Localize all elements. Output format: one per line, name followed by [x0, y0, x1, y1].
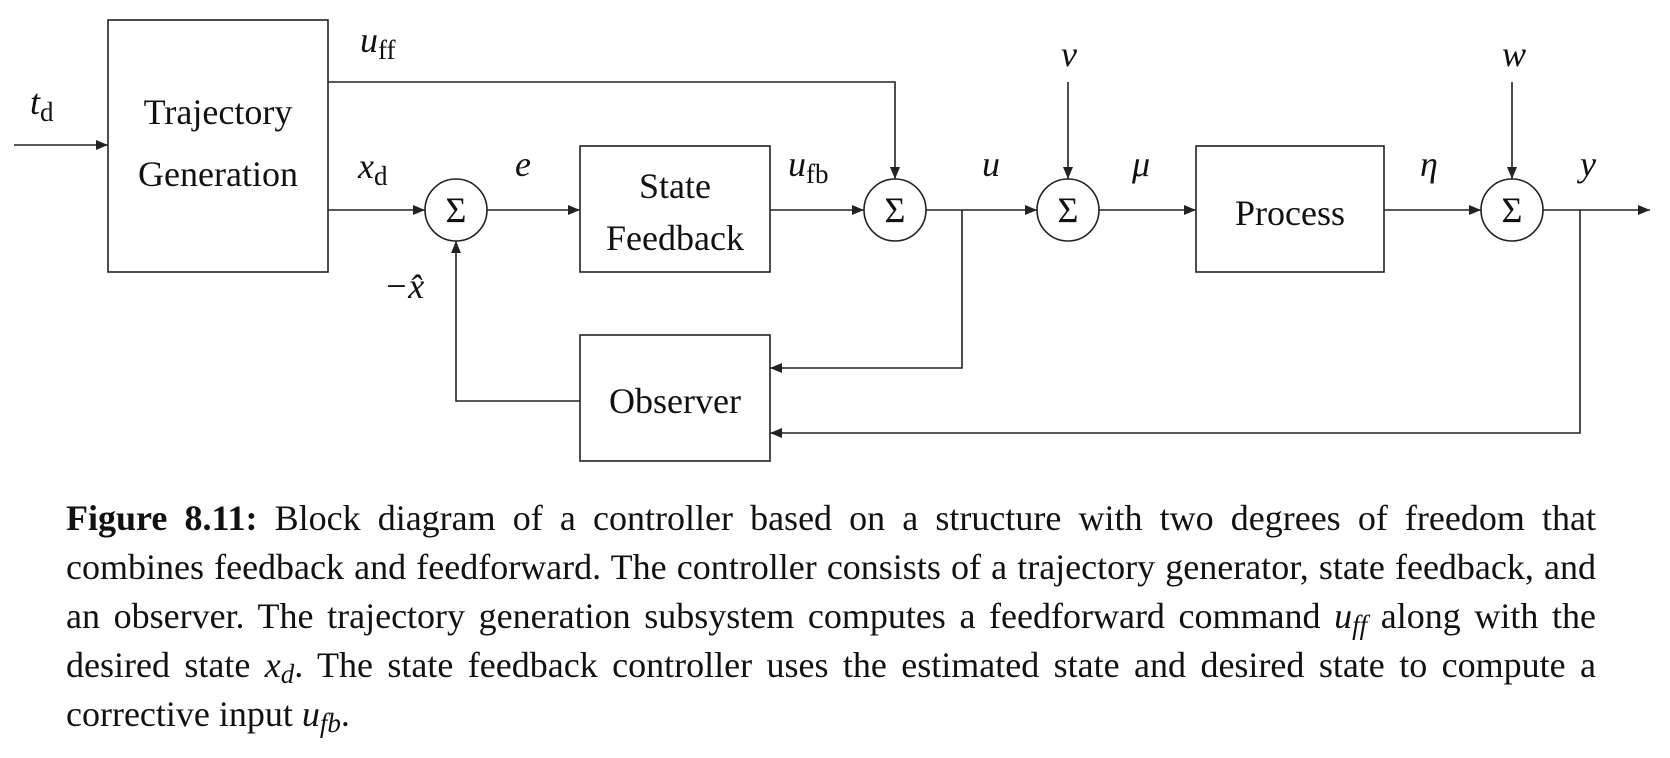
signal-label-w: w	[1502, 34, 1526, 74]
caption-text-4: .	[340, 694, 350, 734]
state-feedback-block	[579, 145, 771, 273]
sum-symbol-input-disturbance: Σ	[1058, 190, 1079, 230]
signal-label-e: e	[515, 144, 531, 184]
caption-text-1: Block diagram of a controller based on a…	[66, 498, 1596, 636]
arrow-xhat-feedback	[451, 241, 580, 402]
caption-text-2: along with the desired state	[66, 596, 1596, 685]
trajectory-generation-label-1: Trajectory	[144, 92, 293, 132]
sum-symbol-error: Σ	[446, 190, 467, 230]
signal-label-mu: μ	[1131, 144, 1150, 184]
arrow-uff	[328, 81, 900, 179]
trajectory-generation-label-2: Generation	[138, 154, 298, 194]
signal-label-v: v	[1061, 34, 1077, 74]
arrow-y-to-observer	[770, 210, 1581, 438]
caption-text-3: . The state feedback controller uses the…	[66, 645, 1596, 734]
process-label: Process	[1235, 193, 1345, 233]
figure-caption: Figure 8.11: Block diagram of a controll…	[66, 494, 1596, 739]
signal-label-xhat: −x̂	[384, 266, 424, 306]
trajectory-generation-block	[107, 19, 329, 273]
block-diagram: Trajectory Generation State Feedback Pro…	[14, 19, 1650, 462]
observer-label: Observer	[609, 381, 741, 421]
signal-label-eta: η	[1420, 144, 1438, 184]
signal-label-uff: uff	[360, 20, 396, 65]
process-block	[1195, 145, 1385, 273]
state-feedback-label-2: Feedback	[606, 218, 744, 258]
signal-label-xd: xd	[357, 146, 388, 191]
signal-label-td: td	[30, 82, 54, 127]
caption-ufb: ufb	[301, 694, 341, 738]
arrow-u-to-observer	[770, 210, 963, 373]
observer-block	[579, 334, 771, 462]
caption-xd: xd	[264, 645, 295, 689]
caption-uff: uff	[1334, 596, 1368, 640]
signal-label-u: u	[982, 144, 1000, 184]
sum-symbol-control: Σ	[885, 190, 906, 230]
signal-label-y: y	[1577, 144, 1596, 184]
state-feedback-label-1: State	[639, 166, 711, 206]
caption-figure-label: Figure 8.11:	[66, 498, 258, 538]
sum-symbol-output-noise: Σ	[1502, 190, 1523, 230]
signal-label-ufb: ufb	[788, 144, 829, 189]
